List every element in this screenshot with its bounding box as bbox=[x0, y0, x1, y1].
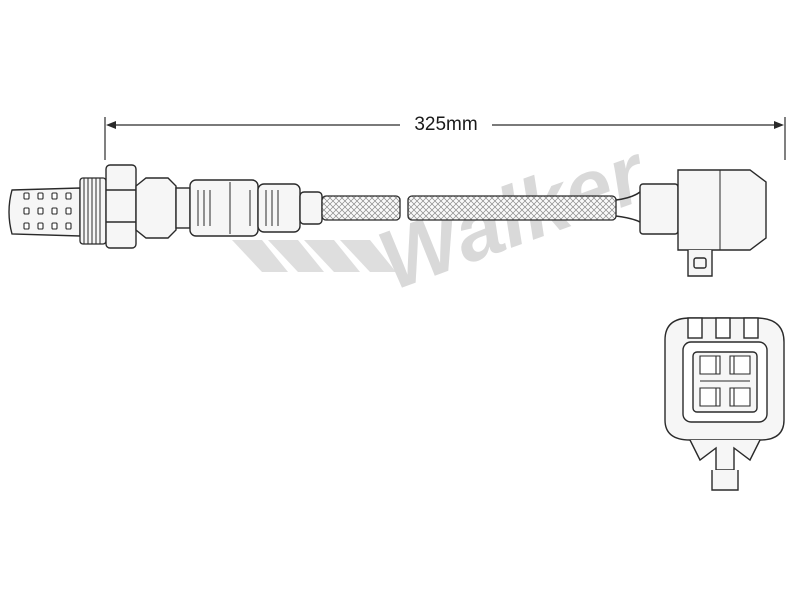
dimension-label: 325mm bbox=[400, 113, 492, 137]
end-view-clip bbox=[689, 439, 761, 471]
shell-collar bbox=[135, 177, 177, 239]
sensor-shell bbox=[135, 177, 323, 239]
shell-boot bbox=[299, 191, 323, 225]
connector-end-view bbox=[664, 317, 785, 491]
arrowhead-left bbox=[106, 121, 116, 129]
cable-wires bbox=[615, 191, 641, 223]
end-view-tab-3 bbox=[743, 317, 759, 339]
watermark-stripe-2 bbox=[268, 240, 324, 272]
arrowhead-right bbox=[774, 121, 784, 129]
shell-neck bbox=[175, 187, 191, 229]
braided-cable bbox=[321, 191, 641, 223]
shell-rear bbox=[257, 183, 301, 233]
sensor-tip bbox=[8, 187, 81, 237]
cable-segment-left bbox=[321, 195, 401, 221]
sensor-tip-holes bbox=[23, 192, 72, 230]
cable-segment-right bbox=[407, 195, 617, 221]
connector-nose bbox=[639, 183, 679, 235]
watermark-stripe-3 bbox=[304, 240, 360, 272]
end-view-tab-1 bbox=[687, 317, 703, 339]
watermark-stripe-1 bbox=[232, 240, 288, 272]
end-view-clip-base bbox=[711, 470, 739, 491]
end-view-tab-2 bbox=[715, 317, 731, 339]
shell-main bbox=[189, 179, 259, 237]
hex-nut bbox=[105, 164, 137, 249]
watermark-stripe-4 bbox=[340, 240, 396, 272]
connector-housing bbox=[677, 169, 767, 251]
shell-ridges bbox=[197, 182, 251, 234]
wire-connector bbox=[639, 169, 767, 277]
thread-section bbox=[79, 177, 107, 245]
end-view-pins bbox=[699, 355, 751, 407]
